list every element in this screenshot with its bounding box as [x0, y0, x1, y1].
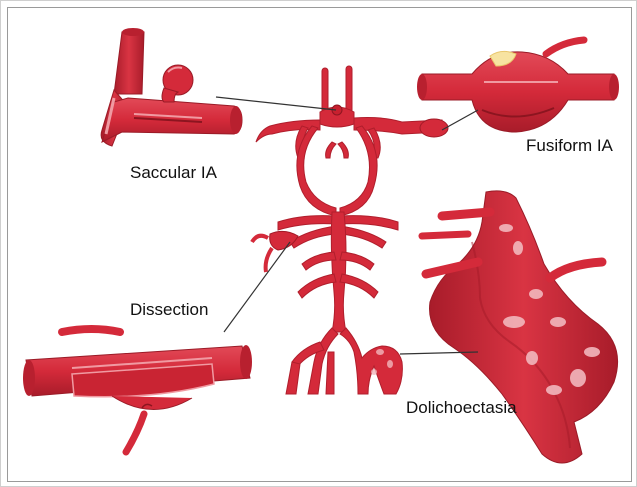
- label-dissection: Dissection: [130, 300, 208, 320]
- dissection-illustration: [23, 329, 252, 452]
- label-saccular-ia: Saccular IA: [130, 163, 217, 183]
- label-dolichoectasia: Dolichoectasia: [406, 398, 517, 418]
- figure-panel: Saccular IA Fusiform IA Dissection Dolic…: [7, 7, 632, 482]
- fusiform-site-marker: [420, 119, 448, 137]
- label-fusiform-ia: Fusiform IA: [526, 136, 613, 156]
- leader-dissection: [224, 242, 290, 332]
- fusiform-ia-illustration: [417, 40, 619, 132]
- saccular-ia-illustration: [101, 28, 242, 146]
- diagram-canvas: [8, 8, 632, 482]
- cerebral-artery-tree: [256, 66, 442, 394]
- dolichoectasia-illustration: [422, 191, 618, 463]
- leader-fusiform: [442, 110, 478, 130]
